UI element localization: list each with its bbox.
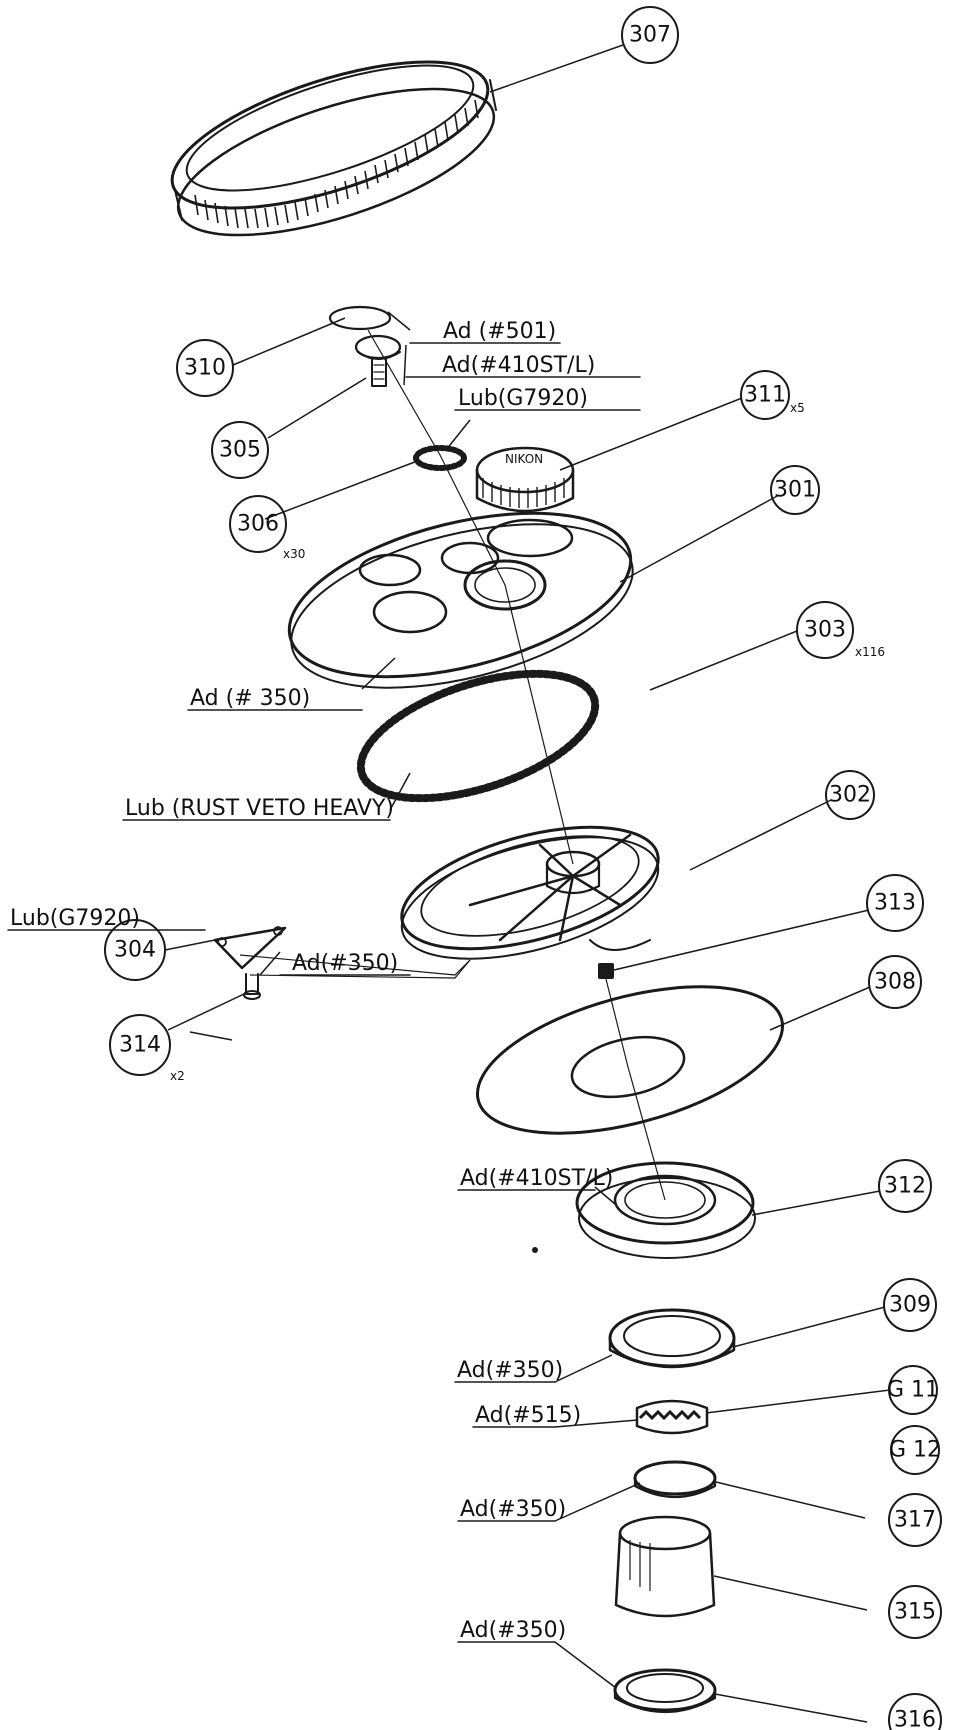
part-301-turret-plate <box>287 511 634 689</box>
callout-310: 310 <box>176 339 234 397</box>
part-g11-crown <box>635 1399 709 1435</box>
quantity-labels: x5 x30 x116 x2 <box>170 401 885 1083</box>
note-ad350-ring316: Ad(#350) <box>460 1618 566 1643</box>
part-316-ring <box>613 1668 717 1713</box>
note-ad350-collar: Ad(#350) <box>457 1358 563 1383</box>
part-313-nut <box>598 963 614 979</box>
callout-g11: G 11 <box>887 1365 939 1415</box>
note-ad410-top: Ad(#410ST/L) <box>442 353 595 378</box>
svg-text:310: 310 <box>184 356 226 381</box>
svg-text:317: 317 <box>894 1508 936 1533</box>
svg-text:312: 312 <box>884 1174 926 1199</box>
assembly-axis-lines <box>239 329 666 1201</box>
note-ad515: Ad(#515) <box>475 1403 581 1428</box>
note-lub-rust-veto: Lub (RUST VETO HEAVY) <box>125 796 394 821</box>
qty-314: x2 <box>170 1069 185 1083</box>
svg-text:G 12: G 12 <box>889 1438 941 1463</box>
part-308-washer <box>475 985 785 1135</box>
note-lub-g7920-top: Lub(G7920) <box>458 386 588 411</box>
part-315-cylinder <box>614 1515 716 1618</box>
callout-306: 306 <box>229 495 287 553</box>
ink-dot <box>532 1247 538 1253</box>
callout-302: 302 <box>825 770 875 820</box>
svg-text:307: 307 <box>629 23 671 48</box>
svg-text:311: 311 <box>744 383 786 408</box>
note-ad350-bracket: Ad(#350) <box>292 951 398 976</box>
callout-304: 304 <box>104 919 166 981</box>
callout-316: 316 <box>888 1693 942 1730</box>
callout-312: 312 <box>878 1159 932 1213</box>
svg-text:301: 301 <box>774 478 816 503</box>
part-306-ball-ring <box>413 445 467 471</box>
callout-308: 308 <box>868 955 922 1009</box>
svg-text:314: 314 <box>119 1033 161 1058</box>
part-314-screw <box>243 973 261 1000</box>
part-311-cap: NIKON <box>475 446 575 513</box>
note-ad350-plate: Ad (# 350) <box>190 686 310 711</box>
note-ad410-ring: Ad(#410ST/L) <box>460 1166 613 1191</box>
part-304-bracket <box>213 926 287 970</box>
part-312-ring <box>575 1161 756 1259</box>
part-305-screw <box>354 334 402 387</box>
callout-313: 313 <box>866 874 924 932</box>
part-309-collar <box>608 1308 736 1369</box>
qty-306: x30 <box>283 547 305 561</box>
callout-303: 303 <box>796 601 854 659</box>
svg-text:304: 304 <box>114 938 156 963</box>
qty-311: x5 <box>790 401 805 415</box>
svg-text:315: 315 <box>894 1600 936 1625</box>
part-303-ball-ring <box>356 669 600 803</box>
callout-315: 315 <box>888 1585 942 1639</box>
svg-text:302: 302 <box>829 783 871 808</box>
callout-311: 311 <box>740 370 790 420</box>
svg-text:316: 316 <box>894 1708 936 1730</box>
qty-303: x116 <box>855 645 885 659</box>
svg-text:309: 309 <box>889 1293 931 1318</box>
svg-text:306: 306 <box>237 512 279 537</box>
svg-text:313: 313 <box>874 891 916 916</box>
leader-lines <box>164 44 891 1723</box>
svg-text:305: 305 <box>219 438 261 463</box>
part-307-retaining-ring <box>170 60 497 237</box>
note-ad501: Ad (#501) <box>443 319 556 344</box>
annotation-notes: Ad (#501) Ad(#410ST/L) Lub(G7920) Ad (# … <box>7 319 641 1643</box>
callout-bubbles: 307 310 305 311 306 301 303 302 313 308 … <box>104 6 942 1730</box>
callout-301: 301 <box>770 465 820 515</box>
svg-text:303: 303 <box>804 618 846 643</box>
callout-g12: G 12 <box>889 1425 941 1475</box>
svg-text:G 11: G 11 <box>887 1378 939 1403</box>
note-ad350-ring317: Ad(#350) <box>460 1497 566 1522</box>
note-lub-g7920-bracket: Lub(G7920) <box>10 906 140 931</box>
svg-text:308: 308 <box>874 970 916 995</box>
part-310-disc <box>328 305 392 331</box>
part-302-base-plate <box>400 825 660 960</box>
callout-314: 314 <box>109 1014 171 1076</box>
callout-305: 305 <box>211 421 269 479</box>
callout-317: 317 <box>888 1493 942 1547</box>
cap-engraving: NIKON <box>505 452 543 466</box>
callout-309: 309 <box>883 1278 937 1332</box>
part-317-ring <box>633 1460 717 1499</box>
callout-307: 307 <box>621 6 679 64</box>
